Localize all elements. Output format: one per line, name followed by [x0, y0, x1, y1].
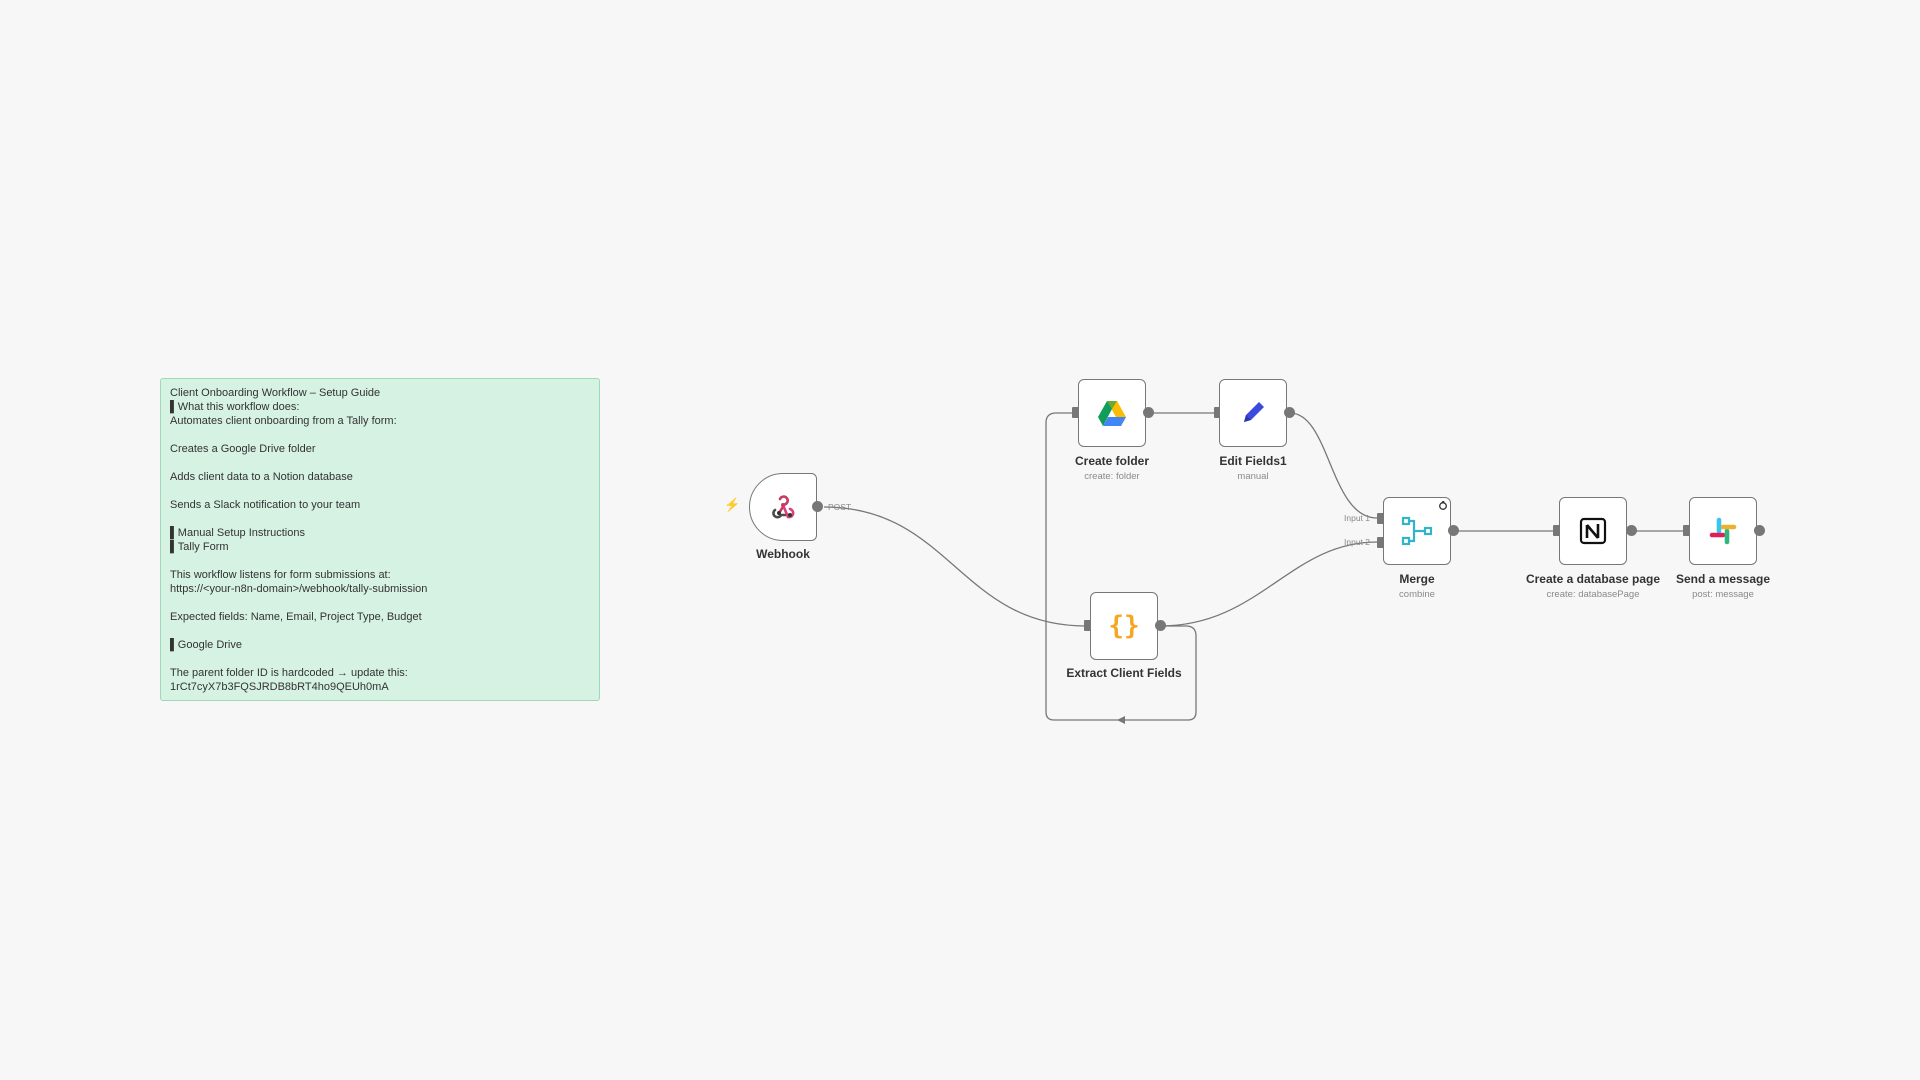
merge-icon	[1401, 516, 1433, 546]
sticky-line: Adds client data to a Notion database	[170, 471, 353, 483]
slack-output-port[interactable]	[1754, 525, 1765, 536]
sticky-line: Client Onboarding Workflow – Setup Guide	[170, 387, 381, 399]
loop-arrow-icon	[1117, 716, 1125, 724]
slack-node-subtitle: post: message	[1692, 589, 1754, 600]
refresh-icon[interactable]	[1438, 501, 1448, 511]
slack-icon	[1709, 517, 1737, 545]
webhook-node-label: Webhook	[756, 547, 810, 561]
merge-node-subtitle: combine	[1399, 589, 1435, 600]
edit-fields-node-subtitle: manual	[1237, 471, 1269, 482]
create-folder-node-label: Create folder	[1074, 454, 1150, 468]
webhook-output-label: POST	[828, 502, 852, 512]
setup-guide-sticky-note[interactable]: Client Onboarding Workflow – Setup Guide…	[160, 378, 600, 701]
connection-extract-merge	[1159, 541, 1378, 627]
sticky-line: ▌Tally Form	[170, 541, 229, 553]
sticky-line: 1rCt7cyX7b3FQSJRDB8bRT4ho9QEUh0mA	[170, 681, 389, 693]
sticky-line: ▌What this workflow does:	[170, 401, 300, 413]
sticky-line: Creates a Google Drive folder	[170, 443, 316, 455]
merge-output-port[interactable]	[1448, 525, 1459, 536]
sticky-line: This workflow listens for form submissio…	[170, 569, 391, 581]
sticky-line: The parent folder ID is hardcoded → upda…	[170, 667, 408, 679]
connection-webhook-extract	[823, 506, 1087, 627]
slack-node-label: Send a message	[1675, 572, 1771, 586]
sticky-line: Sends a Slack notification to your team	[170, 499, 361, 511]
webhook-node[interactable]	[749, 473, 817, 541]
merge-input2-port[interactable]	[1377, 537, 1384, 548]
notion-node-subtitle: create: databasePage	[1546, 589, 1640, 600]
notion-output-port[interactable]	[1626, 525, 1637, 536]
edit-fields-node-label: Edit Fields1	[1219, 454, 1287, 468]
create-folder-node-subtitle: create: folder	[1084, 471, 1140, 482]
merge-input2-label: Input 2	[1344, 537, 1370, 547]
extract-fields-output-port[interactable]	[1155, 620, 1166, 631]
pencil-icon	[1244, 402, 1264, 422]
edit-fields-output-port[interactable]	[1284, 407, 1295, 418]
merge-node[interactable]	[1383, 497, 1451, 565]
connection-edit-fields-merge	[1289, 412, 1378, 519]
webhook-icon	[772, 495, 795, 519]
webhook-output-port[interactable]	[812, 501, 823, 512]
extract-fields-node-label: Extract Client Fields	[1066, 666, 1182, 680]
trigger-bolt-icon: ⚡	[724, 497, 741, 512]
merge-input1-label: Input 1	[1344, 513, 1370, 523]
edit-fields-input-port[interactable]	[1214, 407, 1221, 418]
create-folder-node[interactable]	[1078, 379, 1146, 447]
sticky-line: Automates client onboarding from a Tally…	[170, 415, 397, 427]
notion-node-label: Create a database page	[1525, 572, 1661, 586]
google-drive-icon	[1098, 400, 1126, 426]
edit-fields-node[interactable]	[1219, 379, 1287, 447]
sticky-line: ▌Manual Setup Instructions	[170, 527, 305, 539]
extract-client-fields-node[interactable]: {}	[1090, 592, 1158, 660]
sticky-line: ▌Google Drive	[170, 639, 242, 651]
merge-input1-port[interactable]	[1377, 513, 1384, 524]
slack-input-port[interactable]	[1683, 525, 1690, 536]
extract-fields-input-port[interactable]	[1084, 620, 1091, 631]
code-braces-icon: {}	[1108, 611, 1140, 641]
notion-icon	[1579, 517, 1607, 545]
notion-input-port[interactable]	[1553, 525, 1560, 536]
create-folder-input-port[interactable]	[1072, 407, 1079, 418]
merge-node-label: Merge	[1399, 572, 1435, 586]
sticky-line: Expected fields: Name, Email, Project Ty…	[170, 611, 422, 623]
sticky-line: https://<your-n8n-domain>/webhook/tally-…	[170, 583, 428, 595]
send-message-node[interactable]	[1689, 497, 1757, 565]
create-folder-output-port[interactable]	[1143, 407, 1154, 418]
create-database-page-node[interactable]	[1559, 497, 1627, 565]
